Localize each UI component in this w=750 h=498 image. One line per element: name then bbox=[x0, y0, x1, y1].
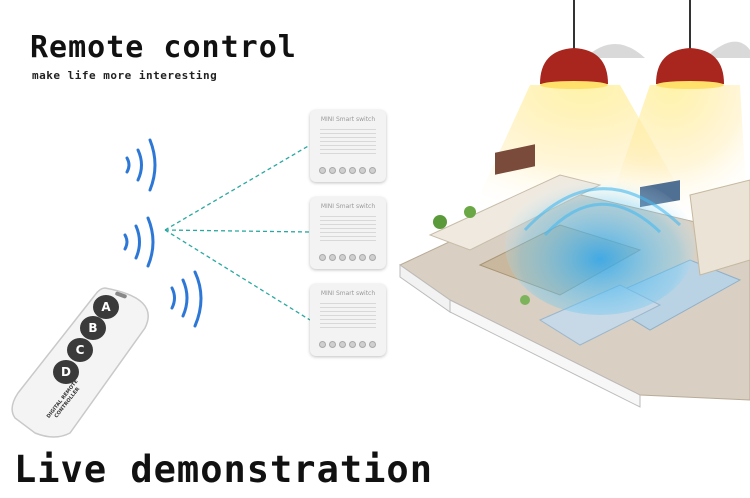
smart-switch-module: MINI Smart switch bbox=[310, 284, 386, 356]
page-subtitle: make life more interesting bbox=[32, 69, 218, 82]
remote-body bbox=[11, 287, 149, 438]
module-label: MINI Smart switch bbox=[320, 116, 376, 123]
remote-button-b[interactable]: B bbox=[80, 316, 106, 340]
radio-waves bbox=[123, 138, 203, 328]
module-label: MINI Smart switch bbox=[320, 203, 376, 210]
smart-switch-module: MINI Smart switch bbox=[310, 110, 386, 182]
lamp-shadow bbox=[585, 44, 645, 58]
signal-lines bbox=[164, 144, 311, 321]
pendant-lamp-right bbox=[656, 0, 724, 89]
remote-controller: A B C D DIGITAL REMOTE CONTROLLER bbox=[10, 283, 160, 438]
page-title: Remote control bbox=[30, 30, 297, 65]
remote-button-c[interactable]: C bbox=[67, 338, 93, 362]
wifi-coverage-zone bbox=[505, 175, 695, 315]
smart-switch-module: MINI Smart switch bbox=[310, 197, 386, 269]
lamp-shadow bbox=[705, 41, 750, 58]
wifi-arc bbox=[523, 187, 682, 232]
wifi-arc bbox=[543, 202, 662, 237]
footer-caption: Live demonstration bbox=[14, 448, 433, 491]
module-label: MINI Smart switch bbox=[320, 290, 376, 297]
remote-button-d[interactable]: D bbox=[53, 360, 79, 384]
pendant-lamp-left bbox=[540, 0, 608, 89]
remote-button-a[interactable]: A bbox=[93, 295, 119, 319]
